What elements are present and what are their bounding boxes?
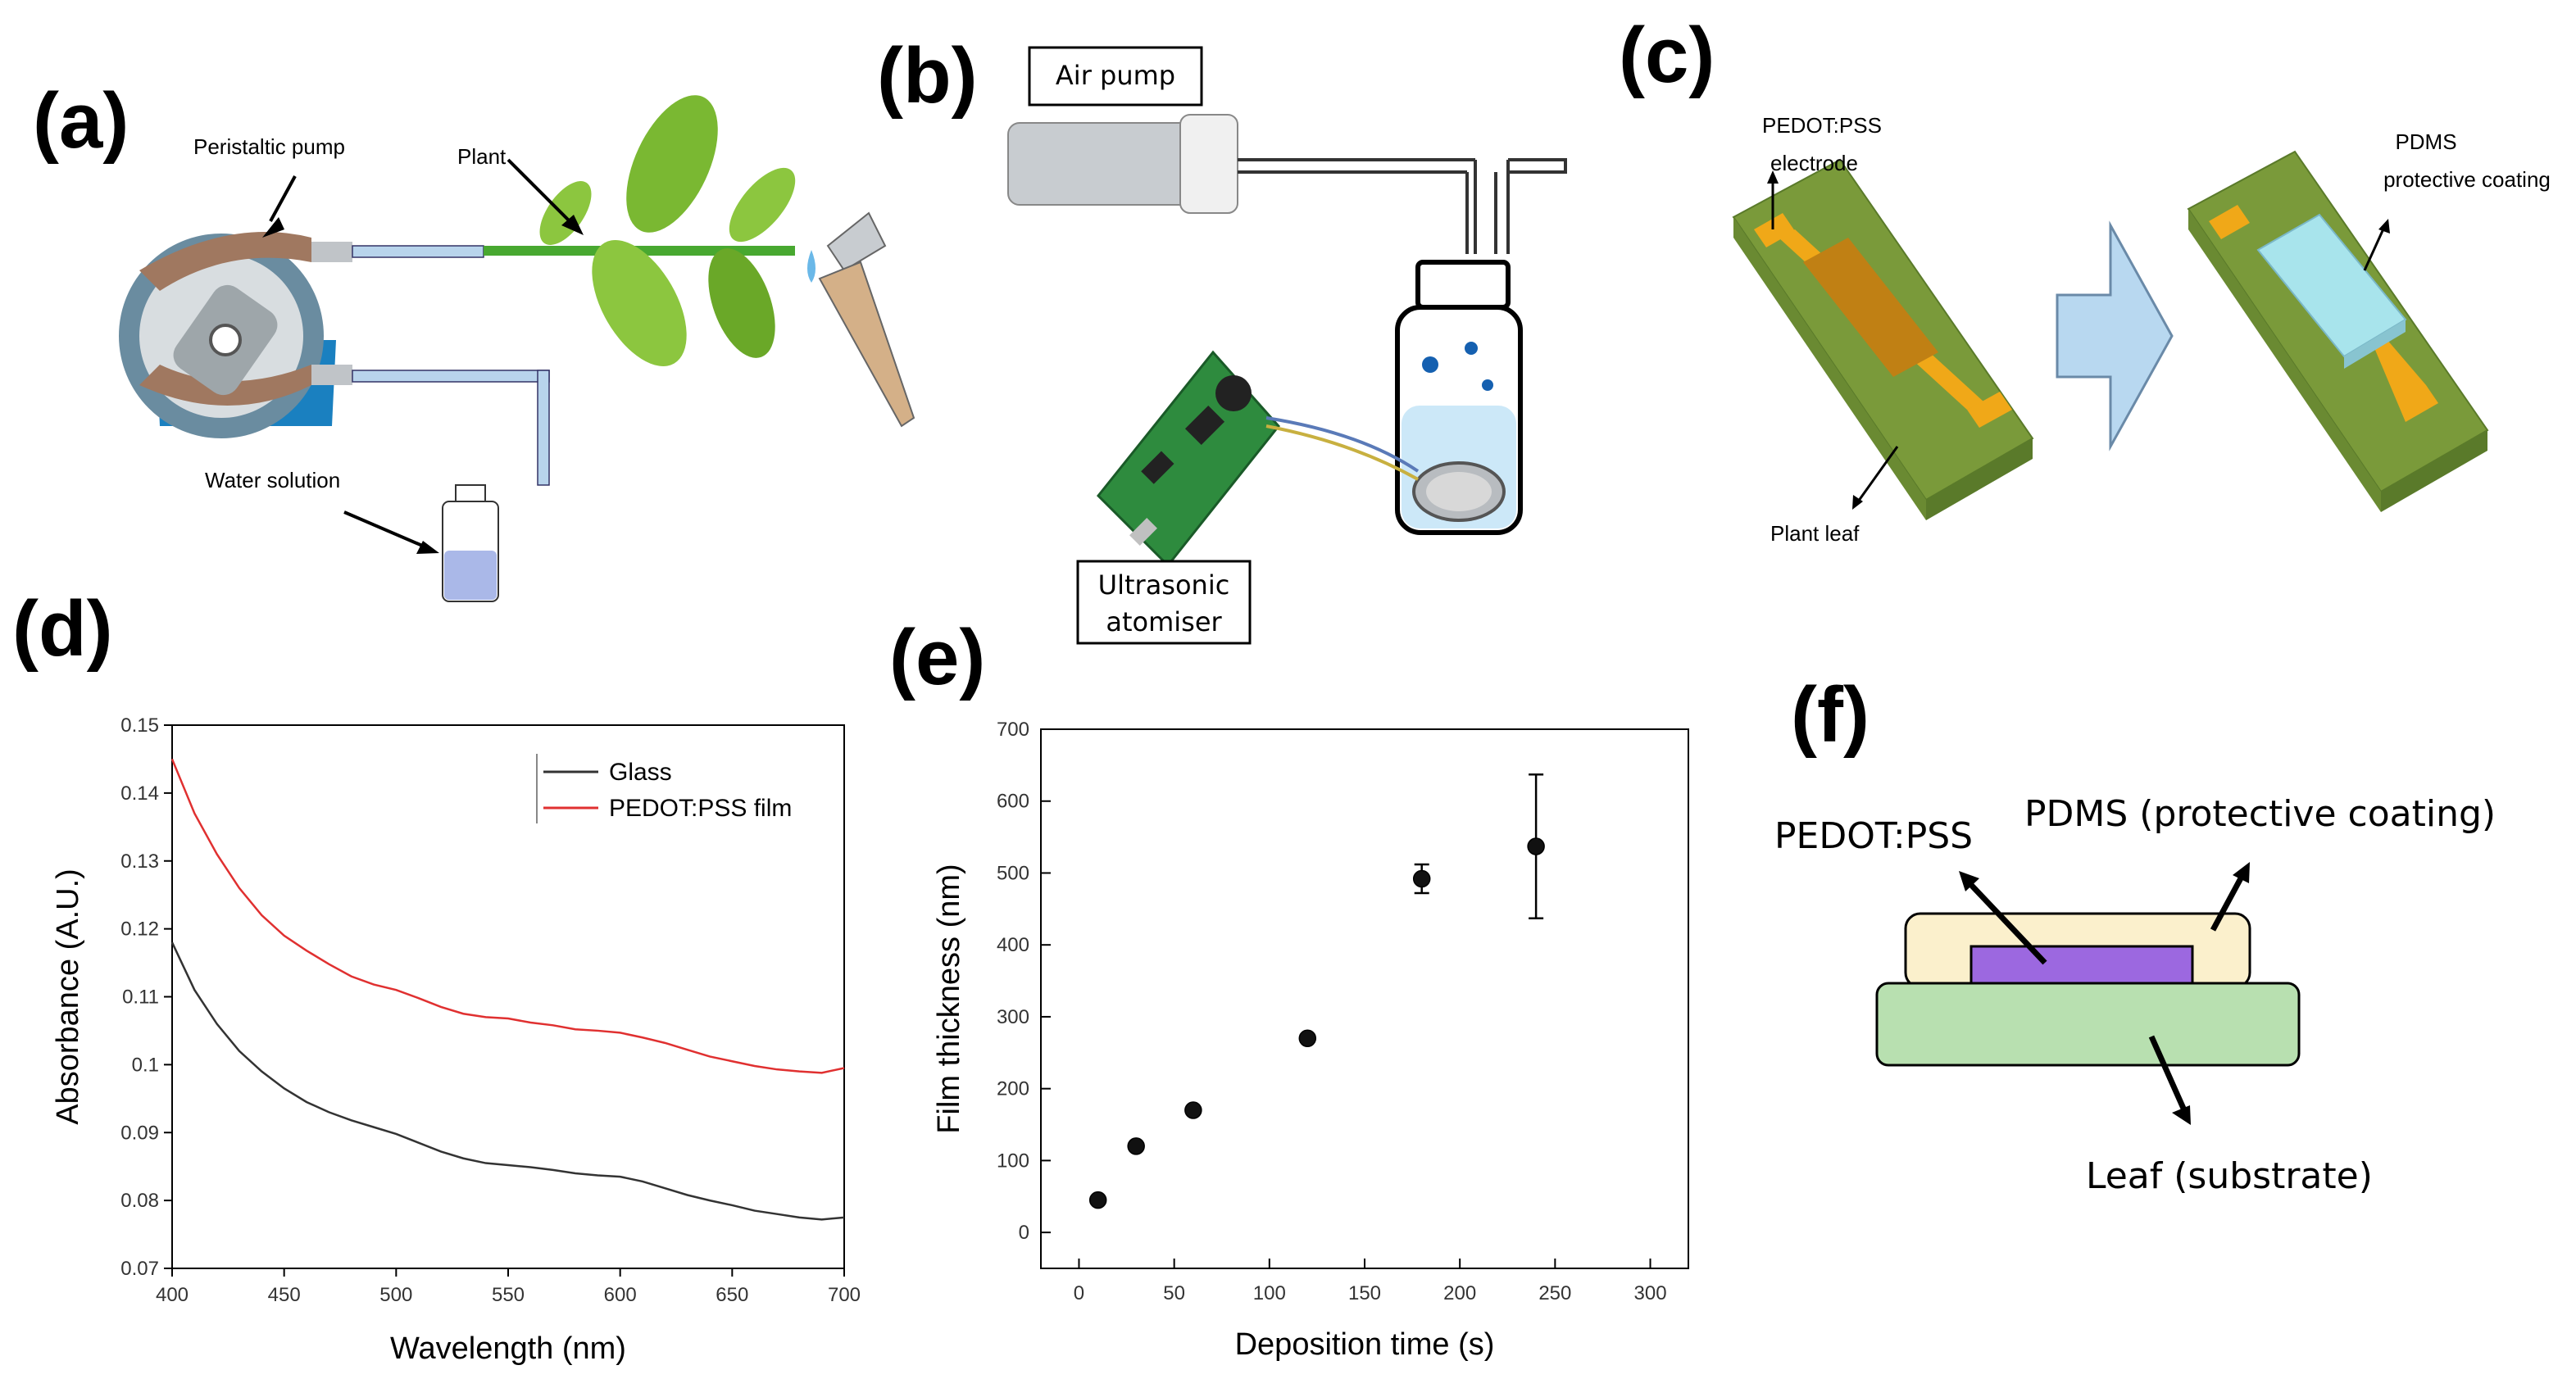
y-tick-label: 700 xyxy=(997,719,1029,741)
data-point xyxy=(1184,1101,1202,1119)
y-tick-label: 400 xyxy=(997,934,1029,956)
air-pump-label: Air pump xyxy=(1056,60,1175,91)
electrode-label-line2: electrode xyxy=(1770,151,1858,175)
panel-f: (f) PEDOT:PSS PDMS (protective coating) … xyxy=(1774,671,2496,1197)
data-point xyxy=(1298,1029,1317,1048)
x-tick-label: 200 xyxy=(1443,1282,1476,1304)
atomiser-bottle-illustration xyxy=(1395,158,1567,535)
legend-label: Glass xyxy=(609,759,672,786)
panel-c-letter: (c) xyxy=(1619,11,1715,99)
y-tick-label: 600 xyxy=(997,791,1029,813)
leaf-with-pdms xyxy=(2187,150,2489,512)
y-tick-label: 0 xyxy=(1019,1222,1029,1244)
panel-e-letter: (e) xyxy=(889,614,985,701)
atomiser-label-box xyxy=(1076,560,1252,645)
x-tick-label: 100 xyxy=(1253,1282,1286,1304)
x-tick-label: 450 xyxy=(268,1284,301,1306)
panel-c: (c) PEDOT:PSS electrode Plant leaf xyxy=(1619,11,2551,546)
panel-f-letter: (f) xyxy=(1791,671,1870,759)
x-tick-label: 400 xyxy=(156,1284,189,1306)
panel-d-letter: (d) xyxy=(12,585,113,673)
y-tick-label: 0.14 xyxy=(120,782,159,805)
x-axis-title: Wavelength (nm) xyxy=(390,1331,626,1366)
panel-a-letter: (a) xyxy=(33,77,129,165)
air-pump-label-box xyxy=(1028,46,1203,107)
x-tick-label: 700 xyxy=(828,1284,861,1306)
atomiser-label-line1: Ultrasonic xyxy=(1098,569,1230,601)
leaf-layer xyxy=(1875,982,2301,1067)
legend-label: PEDOT:PSS film xyxy=(609,795,792,822)
y-tick-label: 0.13 xyxy=(120,850,159,873)
y-tick-label: 500 xyxy=(997,862,1029,884)
pump-label: Peristaltic pump xyxy=(193,134,345,159)
y-tick-label: 0.09 xyxy=(120,1122,159,1144)
series-line-glass xyxy=(170,941,845,1221)
pdms-label: PDMS (protective coating) xyxy=(2024,793,2496,835)
leaf-with-electrode xyxy=(1732,158,2034,520)
water-label: Water solution xyxy=(205,468,340,492)
data-point xyxy=(1412,869,1431,888)
y-axis-title: Absorbance (A.U.) xyxy=(51,869,85,1125)
data-point xyxy=(1527,837,1545,855)
coating-label-line1: PDMS xyxy=(2395,129,2456,154)
y-tick-label: 0.1 xyxy=(132,1054,159,1076)
panel-b: (b) Air pump xyxy=(877,32,1567,645)
y-tick-label: 200 xyxy=(997,1078,1029,1100)
leaf-label: Plant leaf xyxy=(1770,521,1860,546)
x-tick-label: 650 xyxy=(716,1284,748,1306)
x-tick-label: 0 xyxy=(1074,1282,1084,1304)
y-tick-label: 300 xyxy=(997,1006,1029,1028)
panel-e: (e) 0 50 100 150 200 250 300 0 100 200 300 400 500 60… xyxy=(889,614,1689,1362)
x-tick-label: 600 xyxy=(604,1284,637,1306)
x-tick-label: 500 xyxy=(379,1284,412,1306)
process-arrow xyxy=(2056,220,2174,451)
plant-illustration xyxy=(484,95,915,428)
y-tick-label: 100 xyxy=(997,1150,1029,1172)
x-tick-label: 150 xyxy=(1348,1282,1381,1304)
y-tick-label: 0.15 xyxy=(120,714,159,737)
plot-frame xyxy=(1040,728,1689,1269)
coating-label-line2: protective coating xyxy=(2383,167,2551,192)
air-pump-illustration xyxy=(1007,114,1475,214)
x-tick-label: 250 xyxy=(1538,1282,1571,1304)
pedot-label: PEDOT:PSS xyxy=(1774,815,1973,857)
absorbance-chart: 400 450 500 550 600 650 700 0.07 0.08 0.09 0.1 0.11… xyxy=(51,714,861,1366)
panel-a: (a) Peristaltic pump xyxy=(33,77,915,602)
thickness-chart: 0 50 100 150 200 250 300 0 100 200 300 400 500 600 700… xyxy=(932,719,1689,1362)
y-tick-label: 0.08 xyxy=(120,1190,159,1212)
series-line-pedot-film xyxy=(170,758,845,1074)
x-axis-title: Deposition time (s) xyxy=(1235,1327,1495,1362)
ultrasonic-atomiser-board xyxy=(1096,350,1420,568)
layer-stack-diagram xyxy=(1875,862,2301,1125)
y-axis-title: Film thickness (nm) xyxy=(932,864,966,1133)
x-tick-label: 300 xyxy=(1634,1282,1667,1304)
data-point xyxy=(1088,1191,1107,1209)
y-tick-label: 0.11 xyxy=(122,987,159,1009)
y-tick-label: 0.12 xyxy=(120,919,159,941)
y-tick-label: 0.07 xyxy=(120,1258,159,1280)
pedot-layer xyxy=(1969,945,2194,989)
panel-b-letter: (b) xyxy=(877,32,978,120)
leaf-substrate-label: Leaf (substrate) xyxy=(2086,1155,2373,1197)
plant-label: Plant xyxy=(457,144,507,169)
water-bottle-illustration xyxy=(343,484,499,602)
data-point xyxy=(1127,1137,1145,1155)
x-tick-label: 550 xyxy=(492,1284,525,1306)
x-tick-label: 50 xyxy=(1163,1282,1185,1304)
panel-d: (d) 400 450 500 550 600 650 700 0.07 0.08 0.09 0.1… xyxy=(12,585,861,1366)
electrode-label-line1: PEDOT:PSS xyxy=(1762,113,1882,138)
peristaltic-pump-illustration xyxy=(119,175,550,486)
atomiser-label-line2: atomiser xyxy=(1106,606,1222,637)
